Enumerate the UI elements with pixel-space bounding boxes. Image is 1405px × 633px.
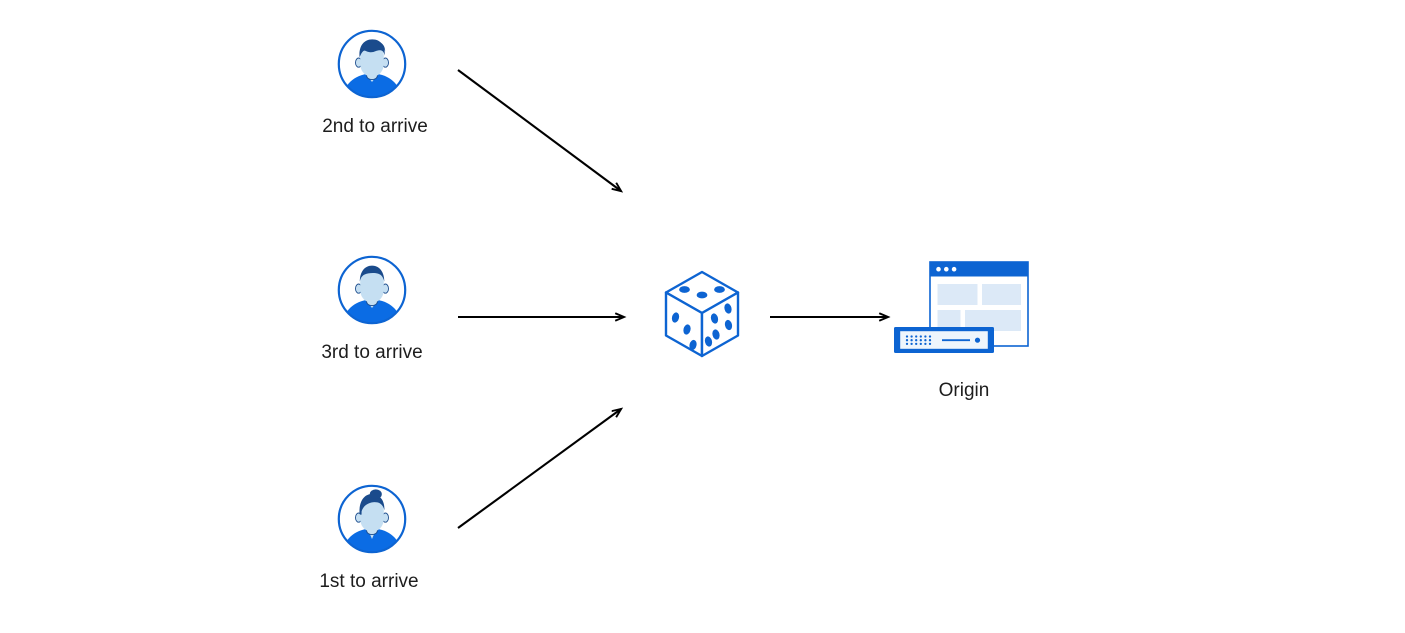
node-user-1st [336, 483, 408, 555]
node-load-balancer [660, 268, 744, 364]
user-avatar-icon [337, 484, 407, 554]
origin-server-icon [894, 261, 1029, 353]
node-label-user-1st: 1st to arrive [319, 571, 419, 592]
node-origin [890, 255, 1040, 365]
arrow-1st-to-dice [457, 409, 621, 529]
user-avatar-icon [337, 255, 407, 325]
node-user-3rd [336, 254, 408, 326]
user-avatar-icon [337, 29, 407, 99]
node-label-user-3rd: 3rd to arrive [321, 342, 423, 363]
arrow-2nd-to-dice [457, 69, 621, 191]
node-label-origin: Origin [938, 380, 990, 401]
node-label-user-2nd: 2nd to arrive [322, 116, 428, 137]
node-user-2nd [336, 28, 408, 100]
server-device-icon [894, 327, 994, 353]
dice-icon [664, 270, 740, 358]
